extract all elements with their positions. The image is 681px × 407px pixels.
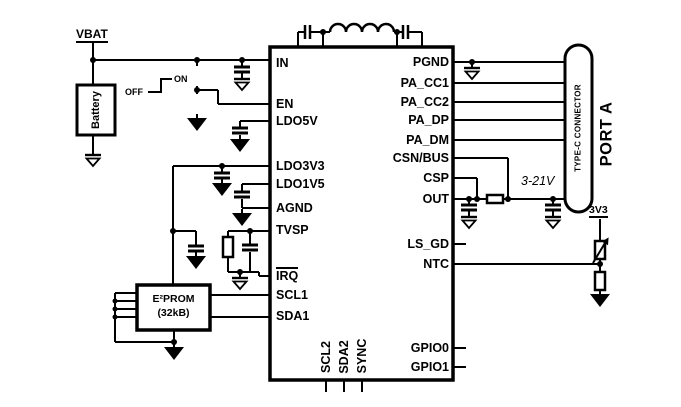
pin-label-scl2: SCL2	[319, 341, 333, 373]
pin-label-sda2: SDA2	[337, 340, 351, 374]
typec-connector-box	[563, 43, 594, 214]
pin-label-gpio0: GPIO0	[410, 341, 449, 355]
pin-label-pgnd: PGND	[412, 55, 449, 69]
out-voltage-label: 3-21V	[521, 174, 555, 188]
pin-label-in: IN	[276, 56, 289, 70]
typec-connector-label: TYPE-C CONNECTOR	[573, 84, 583, 172]
pin-label-pa-dp: PA_DP	[408, 113, 449, 127]
rail-3v3-text: 3V3	[589, 204, 608, 218]
pin-label-ldo1v5: LDO1V5	[276, 177, 325, 191]
pin-label-ldo5v: LDO5V	[276, 114, 318, 128]
switch-on-label: ON	[174, 74, 188, 84]
junction-dots	[90, 29, 603, 345]
thermistor-arrow-icon	[602, 237, 609, 246]
eeprom-label: E²PROM (32kB)	[137, 292, 210, 326]
pin-label-irq: IRQ	[276, 267, 299, 283]
battery-box	[75, 83, 117, 137]
battery-label: Battery	[90, 91, 102, 129]
pin-label-sda1: SDA1	[276, 309, 310, 323]
pin-label-out: OUT	[422, 192, 449, 206]
pin-label-gpio1: GPIO1	[410, 360, 449, 374]
pin-label-ntc: NTC	[423, 257, 449, 271]
pin-label-sync: SYNC	[355, 338, 369, 374]
pin-label-pa-cc2: PA_CC2	[400, 95, 449, 109]
port-a-label: PORT A	[597, 101, 616, 167]
pin-label-pa-cc1: PA_CC1	[400, 76, 449, 90]
ic-box	[268, 45, 455, 382]
wiring	[92, 22, 607, 392]
pin-label-pa-dm: PA_DM	[406, 133, 449, 147]
eeprom-name: E²PROM	[152, 293, 195, 305]
vbat-label: VBAT	[76, 27, 108, 43]
pin-label-ldo3v3: LDO3V3	[276, 159, 325, 173]
pin-label-csn-bus: CSN/BUS	[392, 151, 449, 165]
pin-label-agnd: AGND	[276, 201, 313, 215]
rail-3v3-label: 3V3	[589, 203, 608, 218]
pin-label-csp: CSP	[423, 171, 449, 185]
pin-label-scl1: SCL1	[276, 288, 308, 302]
irq-overline-text: IRQ	[276, 267, 299, 283]
eeprom-box	[135, 283, 212, 332]
pin-label-en: EN	[276, 97, 294, 111]
switch-off-label: OFF	[125, 87, 143, 97]
vbat-text: VBAT	[76, 27, 108, 43]
eeprom-size: (32kB)	[157, 307, 190, 319]
pin-label-ls-gd: LS_GD	[407, 237, 449, 251]
pin-label-tvsp: TVSP	[276, 223, 309, 237]
